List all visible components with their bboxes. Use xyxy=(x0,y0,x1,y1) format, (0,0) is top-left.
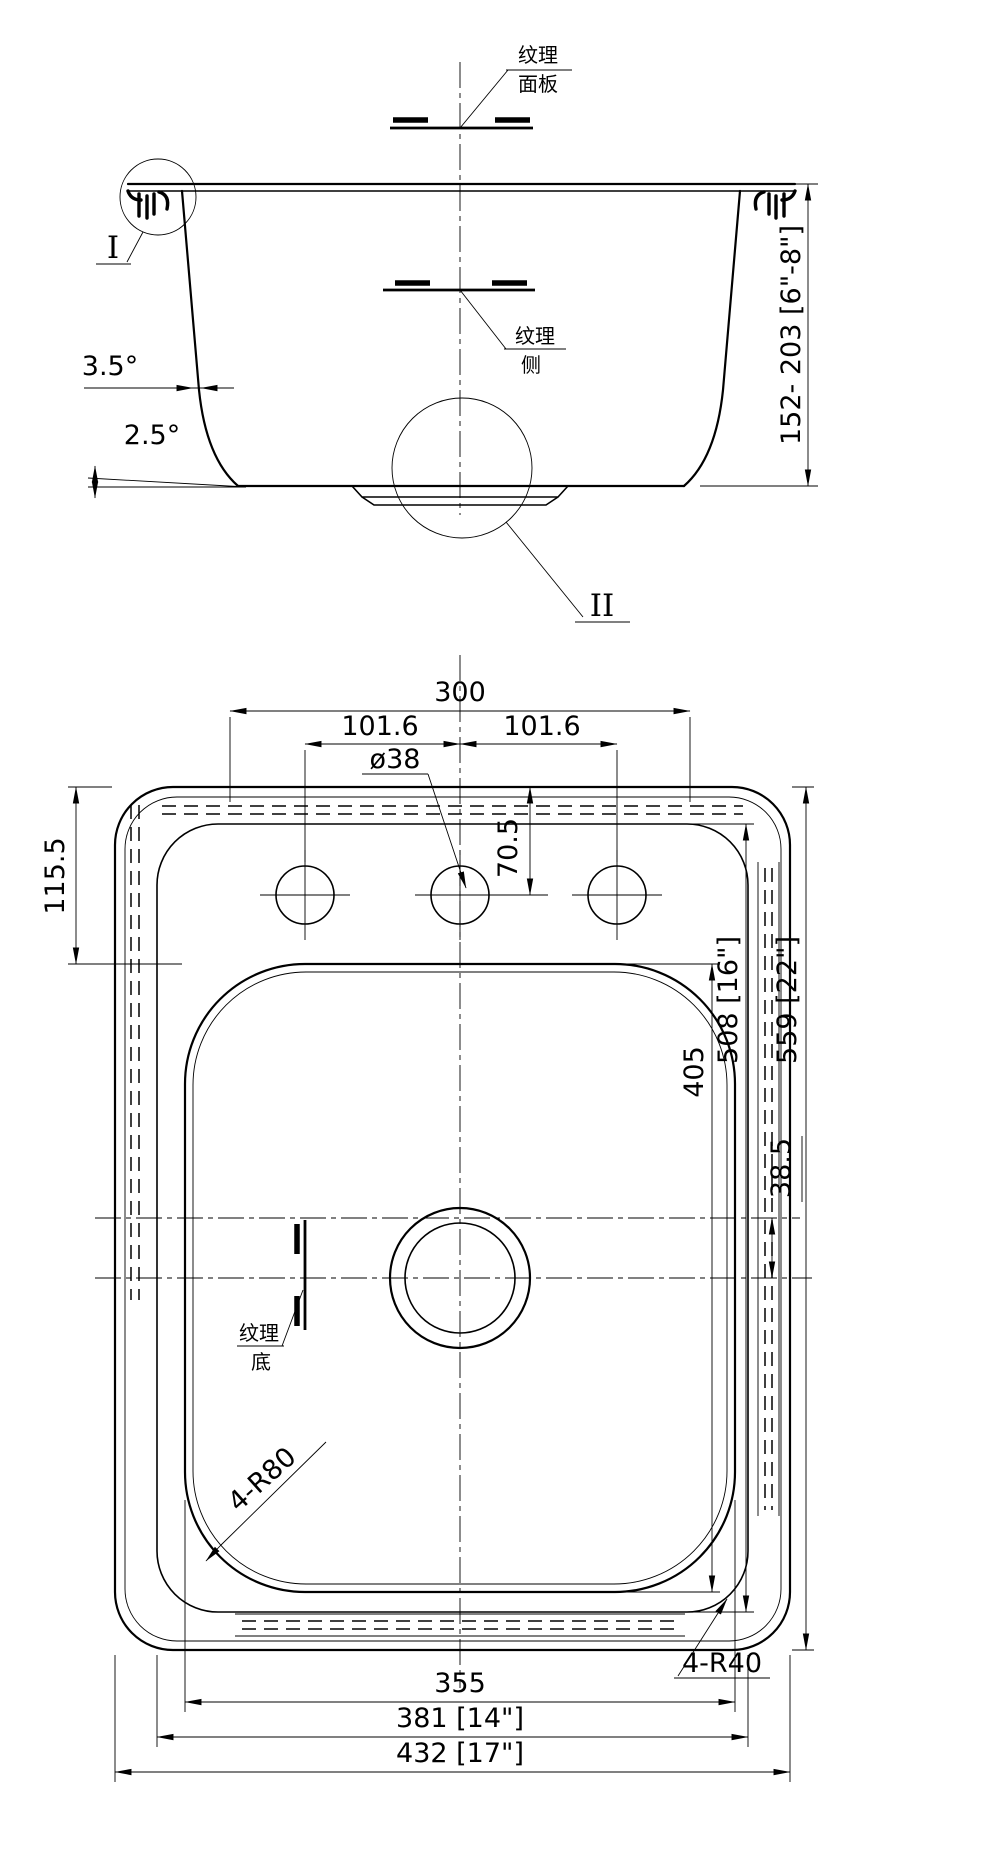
faucet-hole-center xyxy=(415,850,548,940)
depth-dimension: 152- 203 [6"-8"] xyxy=(700,183,818,487)
section-grain-side-label-2: 侧 xyxy=(521,353,541,377)
dim-bowl-length: 405 xyxy=(612,963,720,1593)
dim-deck-top: 115.5 xyxy=(40,786,182,965)
section-grain-side-label-1: 纹理 xyxy=(515,324,555,348)
grain-symbol-side xyxy=(383,280,566,350)
dim-dia-38-label: ø38 xyxy=(370,744,421,775)
dim-101-6-left-label: 101.6 xyxy=(341,711,418,742)
dim-432-label: 432 [17"] xyxy=(396,1738,524,1769)
grain-symbol-bottom xyxy=(237,1220,307,1347)
dim-405-label: 405 xyxy=(679,1046,710,1098)
top-clip-strip xyxy=(162,805,743,815)
detail-i-label: I xyxy=(107,230,119,266)
dim-115-5-label: 115.5 xyxy=(40,837,71,914)
grain-symbol-panel xyxy=(390,69,572,130)
faucet-hole-right xyxy=(572,850,662,940)
dim-faucet-span: 300 xyxy=(229,677,691,802)
dim-559-label: 559 [22"] xyxy=(772,936,803,1064)
sink-rim-roll-edge xyxy=(124,796,782,1642)
detail-circle-2 xyxy=(391,397,533,539)
dim-508-label: 508 [16"] xyxy=(713,936,744,1064)
dim-4-r40-label: 4-R40 xyxy=(682,1648,762,1679)
drain-opening xyxy=(388,1206,532,1350)
dim-hole-spacing: 101.6 101.6 xyxy=(304,711,618,862)
dim-355-label: 355 xyxy=(434,1668,486,1699)
bottom-clip-strip xyxy=(235,1613,685,1637)
drain-recess xyxy=(351,485,569,506)
bowl-inner-edge xyxy=(192,971,728,1585)
dim-hole-offset: 70.5 xyxy=(493,786,534,896)
left-clip-detail xyxy=(126,189,170,220)
section-grain-panel-label-2: 面板 xyxy=(518,72,558,96)
bowl-right-wall xyxy=(682,189,742,488)
right-clip-detail xyxy=(753,189,797,220)
dim-381-label: 381 [14"] xyxy=(396,1703,524,1734)
dim-70-5-label: 70.5 xyxy=(493,818,524,878)
plan-grain-bottom-label-1: 纹理 xyxy=(239,1321,279,1345)
dim-overall-length: 559 [22"] xyxy=(772,786,814,1651)
bowl-left-wall xyxy=(180,189,240,488)
dim-corner-rim: 4-R40 xyxy=(674,1598,770,1679)
detail-ii-label: II xyxy=(590,588,615,624)
dim-bowl-width: 355 xyxy=(184,1500,736,1712)
bowl-edge xyxy=(183,962,737,1594)
sink-outer-edge xyxy=(113,785,792,1652)
right-clip-strip xyxy=(757,862,780,1516)
plan-view: 纹理 底 300 101.6 101.6 ø38 115.5 xyxy=(40,655,814,1782)
left-clip-strip xyxy=(130,805,140,1300)
plan-grain-bottom-label-2: 底 xyxy=(251,1350,271,1374)
dim-drain-offset: 38.5 xyxy=(766,1136,803,1279)
angle-3-5-label: 3.5° xyxy=(82,351,138,382)
depth-dim-label: 152- 203 [6"-8"] xyxy=(776,225,807,445)
angle-2-5-label: 2.5° xyxy=(124,420,180,451)
dim-corner-bowl: 4-R80 xyxy=(205,1441,327,1562)
dim-hole-diameter: ø38 xyxy=(362,744,467,889)
section-view: 纹理 面板 I xyxy=(82,43,818,624)
dim-300-label: 300 xyxy=(434,677,486,708)
dim-101-6-right-label: 101.6 xyxy=(503,711,580,742)
detail-circle-1 xyxy=(119,158,197,236)
dim-4-r80-label: 4-R80 xyxy=(222,1441,302,1518)
dim-overall-width: 432 [17"] xyxy=(114,1655,791,1782)
section-grain-panel-label-1: 纹理 xyxy=(518,43,558,67)
dim-cutout-width: 381 [14"] xyxy=(156,1655,749,1747)
faucet-hole-left xyxy=(260,850,350,940)
dim-38-5-label: 38.5 xyxy=(766,1138,797,1198)
dim-cutout-length: 508 [16"] xyxy=(687,823,754,1613)
